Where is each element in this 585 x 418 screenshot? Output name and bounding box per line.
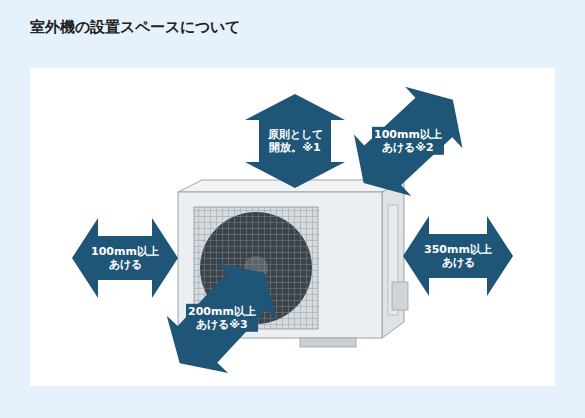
double-arrow <box>403 216 513 296</box>
double-arrow <box>72 218 178 298</box>
clearance-arrow: 100mm以上 あける <box>72 218 178 298</box>
clearance-label: 350mm以上 あける <box>422 242 494 270</box>
outdoor-unit <box>178 180 408 347</box>
clearance-label: 200mm以上 あける※3 <box>186 304 258 332</box>
clearance-label: 100mm以上 あける※2 <box>372 127 444 155</box>
double-arrow <box>245 94 345 188</box>
clearance-arrow: 100mm以上 あける※2 <box>335 69 482 214</box>
double-arrow <box>335 69 482 214</box>
clearance-arrow: 原則として 開放。※1 <box>245 94 345 188</box>
title: 室外機の設置スペースについて <box>30 18 240 37</box>
panel <box>30 68 555 386</box>
clearance-label: 100mm以上 あける <box>89 244 161 272</box>
clearance-arrow: 200mm以上 あける※3 <box>149 244 295 392</box>
clearance-arrow: 350mm以上 あける <box>403 216 513 296</box>
clearance-label: 原則として 開放。※1 <box>262 127 328 155</box>
double-arrow <box>149 244 295 392</box>
